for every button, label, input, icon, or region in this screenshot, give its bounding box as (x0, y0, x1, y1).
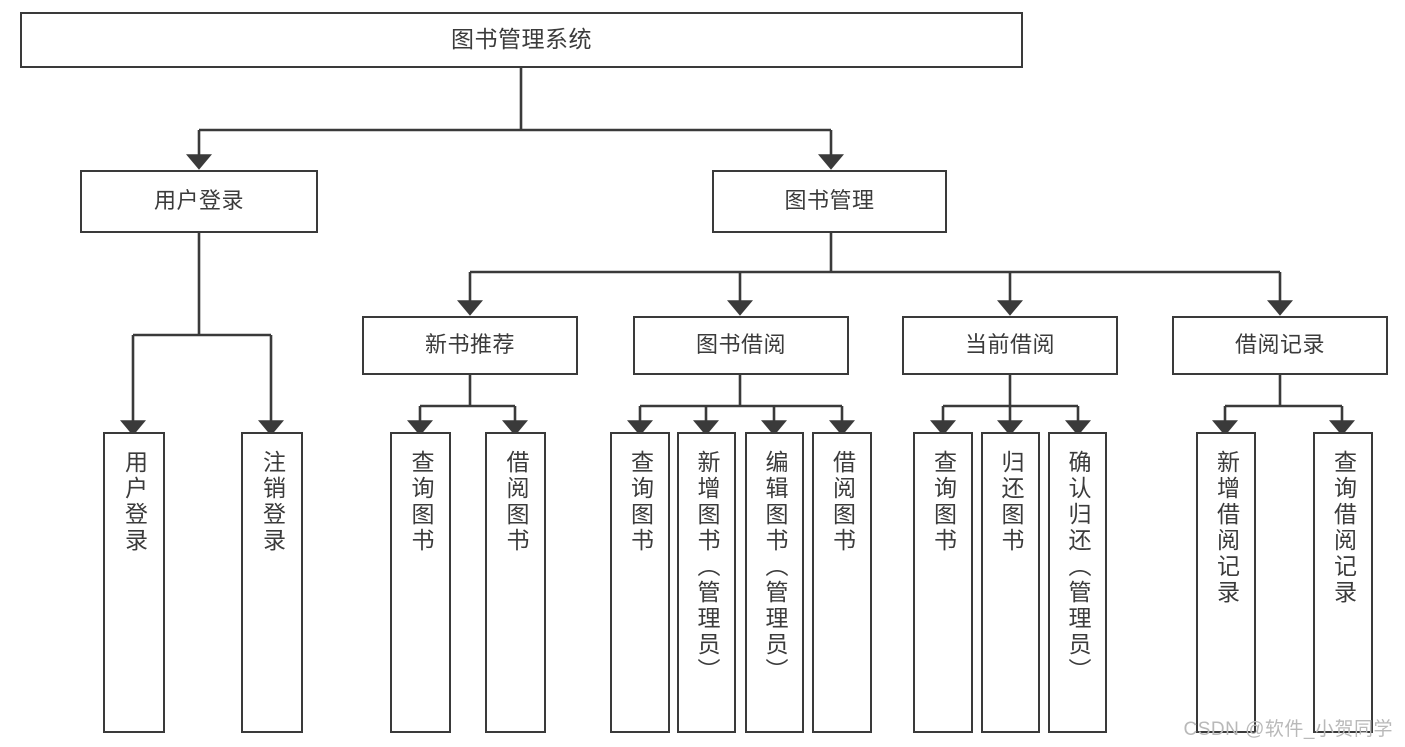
leaf-return-book[interactable]: 归还图书 (981, 432, 1040, 733)
node-root[interactable]: 图书管理系统 (20, 12, 1023, 68)
leaf-user-login-label: 用户登录 (121, 450, 148, 554)
node-borrow-record-label: 借阅记录 (1234, 332, 1325, 358)
watermark: CSDN @软件_小贺同学 (1183, 719, 1393, 740)
leaf-query-book-current[interactable]: 查询图书 (913, 432, 973, 733)
leaf-user-login[interactable]: 用户登录 (103, 432, 165, 733)
leaf-borrow-book-recommend[interactable]: 借阅图书 (485, 432, 546, 733)
leaf-confirm-return-admin-label: 确认归还（管理员） (1065, 450, 1091, 684)
leaf-confirm-return-admin[interactable]: 确认归还（管理员） (1048, 432, 1107, 733)
leaf-borrow-book-recommend-label: 借阅图书 (503, 450, 529, 554)
node-root-label: 图书管理系统 (451, 26, 592, 53)
leaf-query-book-recommend-label: 查询图书 (408, 450, 434, 554)
leaf-return-book-label: 归还图书 (998, 450, 1024, 554)
leaf-add-borrow-record[interactable]: 新增借阅记录 (1196, 432, 1256, 733)
node-book-borrow-label: 图书借阅 (695, 332, 786, 358)
leaf-add-borrow-record-label: 新增借阅记录 (1213, 450, 1240, 606)
leaf-logout[interactable]: 注销登录 (241, 432, 303, 733)
leaf-add-book-admin-label: 新增图书（管理员） (694, 450, 720, 684)
leaf-add-book-admin[interactable]: 新增图书（管理员） (677, 432, 736, 733)
leaf-query-borrow-record-label: 查询借阅记录 (1330, 450, 1357, 606)
leaf-logout-label: 注销登录 (259, 450, 286, 554)
node-book-management-label: 图书管理 (784, 188, 875, 214)
leaf-query-book-label: 查询图书 (627, 450, 654, 554)
node-current-borrow[interactable]: 当前借阅 (902, 316, 1118, 375)
node-user-login-label: 用户登录 (153, 188, 244, 214)
leaf-query-borrow-record[interactable]: 查询借阅记录 (1313, 432, 1373, 733)
node-borrow-record[interactable]: 借阅记录 (1172, 316, 1388, 375)
leaf-query-book-current-label: 查询图书 (930, 450, 957, 554)
leaf-query-book[interactable]: 查询图书 (610, 432, 670, 733)
leaf-edit-book-admin[interactable]: 编辑图书（管理员） (745, 432, 804, 733)
leaf-edit-book-admin-label: 编辑图书（管理员） (762, 450, 788, 684)
node-user-login[interactable]: 用户登录 (80, 170, 318, 233)
node-new-book-recommend-label: 新书推荐 (424, 332, 515, 358)
node-book-borrow[interactable]: 图书借阅 (633, 316, 849, 375)
leaf-borrow-book-label: 借阅图书 (829, 450, 856, 554)
node-new-book-recommend[interactable]: 新书推荐 (362, 316, 578, 375)
node-current-borrow-label: 当前借阅 (964, 332, 1055, 358)
leaf-query-book-recommend[interactable]: 查询图书 (390, 432, 451, 733)
leaf-borrow-book[interactable]: 借阅图书 (812, 432, 872, 733)
node-book-management[interactable]: 图书管理 (712, 170, 947, 233)
